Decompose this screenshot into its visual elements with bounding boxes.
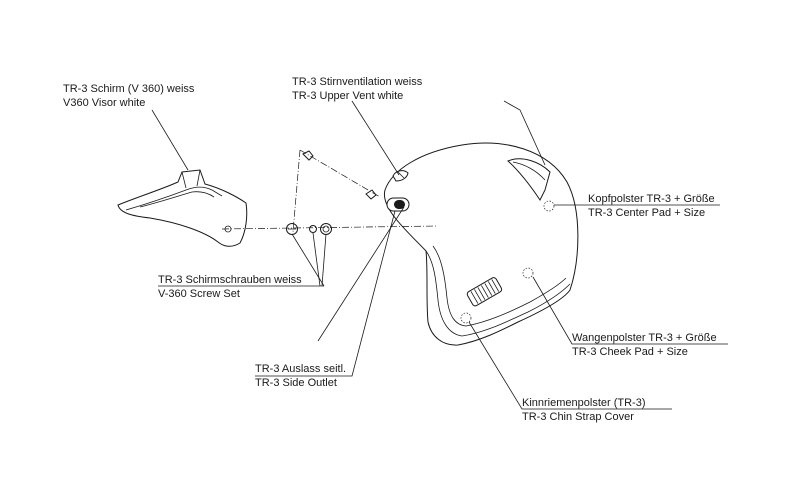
callout-cheek-pad: Wangenpolster TR-3 + Größe TR-3 Cheek Pa…	[572, 332, 717, 358]
center-pad-label-en: TR-3 Center Pad + Size	[588, 207, 705, 219]
assembly-axes	[221, 149, 439, 233]
chin-strap-label-en: TR-3 Chin Strap Cover	[522, 411, 634, 423]
leader-lines	[151, 100, 728, 410]
visor-label-de: TR-3 Schirm (V 360) weiss	[63, 83, 195, 95]
chin-strap-label-de: Kinnriemenpolster (TR-3)	[522, 397, 645, 409]
callout-center-pad: Kopfpolster TR-3 + Größe TR-3 Center Pad…	[588, 193, 715, 219]
side-outlet-label-de: TR-3 Auslass seitl.	[255, 363, 346, 375]
helmet-shell	[383, 142, 579, 346]
callout-chin-strap: Kinnriemenpolster (TR-3) TR-3 Chin Strap…	[522, 397, 645, 423]
callout-screw-set: TR-3 Schirmschrauben weiss V-360 Screw S…	[158, 274, 302, 300]
callout-side-outlet: TR-3 Auslass seitl. TR-3 Side Outlet	[255, 363, 346, 389]
callout-upper-vent: TR-3 Stirnventilation weiss TR-3 Upper V…	[292, 76, 423, 102]
screw-set-label-en: V-360 Screw Set	[158, 288, 240, 300]
side-outlet-label-en: TR-3 Side Outlet	[255, 377, 337, 389]
cheek-pad-label-de: Wangenpolster TR-3 + Größe	[572, 332, 717, 344]
screw-set-label-de: TR-3 Schirmschrauben weiss	[158, 274, 302, 286]
callout-visor: TR-3 Schirm (V 360) weiss V360 Visor whi…	[63, 83, 195, 109]
cheek-pad-label-en: TR-3 Cheek Pad + Size	[572, 346, 688, 358]
upper-vent-label-de: TR-3 Stirnventilation weiss	[292, 76, 423, 88]
center-pad-label-de: Kopfpolster TR-3 + Größe	[588, 193, 715, 205]
upper-vent-label-en: TR-3 Upper Vent white	[292, 90, 403, 102]
visor-part	[117, 169, 248, 247]
visor-label-en: V360 Visor white	[63, 97, 145, 109]
